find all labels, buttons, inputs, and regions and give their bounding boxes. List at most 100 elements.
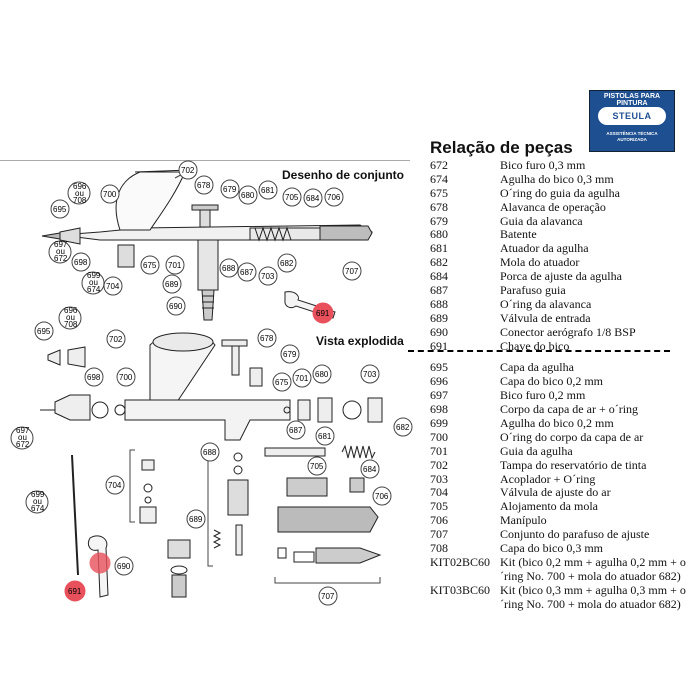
svg-text:698: 698	[87, 373, 101, 382]
callout-690-e: 690	[114, 556, 134, 576]
svg-text:698: 698	[74, 258, 88, 267]
svg-text:708: 708	[64, 320, 78, 329]
callout-705-e: 705	[307, 456, 327, 476]
part-code: 708	[430, 541, 448, 556]
svg-text:674: 674	[87, 285, 101, 294]
svg-text:ou: ou	[75, 189, 84, 198]
logo-sub-line2: AUTORIZADA	[617, 137, 647, 142]
callout-702-a: 702	[174, 160, 198, 180]
callout-675-e: 675	[272, 372, 292, 392]
logo-brand: STEULA	[612, 111, 652, 121]
svg-text:689: 689	[165, 280, 179, 289]
part-code: 691	[430, 338, 448, 353]
part-description: Kit (bico 0,3 mm + agulha 0,3 mm + o´rin…	[500, 582, 686, 611]
svg-text:690: 690	[117, 562, 131, 571]
svg-text:680: 680	[241, 191, 255, 200]
callout-706-a: 706	[324, 187, 344, 207]
section-divider	[408, 350, 670, 352]
svg-text:682: 682	[396, 423, 410, 432]
part-code: 680	[430, 227, 448, 242]
svg-text:679: 679	[223, 185, 237, 194]
svg-text:681: 681	[318, 432, 332, 441]
callout-695-a: 695	[50, 199, 70, 219]
callout-687-a: 687	[237, 262, 257, 282]
logo-sub-line1: ASSISTÊNCIA TÉCNICA	[606, 131, 658, 136]
callout-703-a: 703	[258, 266, 278, 286]
parts-row: 679 Guia da alavanca	[430, 213, 700, 229]
part-description: Porca de ajuste da agulha	[500, 269, 622, 284]
callout-678-e: 678	[257, 328, 277, 348]
part-code: KIT02BC60	[430, 554, 490, 569]
callout-687-e: 687	[286, 420, 306, 440]
svg-text:675: 675	[143, 261, 157, 270]
part-description: Capa do bico 0,2 mm	[500, 374, 603, 389]
part-code: 681	[430, 241, 448, 256]
svg-text:708: 708	[73, 196, 87, 205]
callout-682-e: 682	[393, 417, 413, 437]
callout-679-a: 679	[220, 179, 240, 199]
part-code: 684	[430, 269, 448, 284]
svg-text:687: 687	[289, 426, 303, 435]
svg-text:690: 690	[169, 302, 183, 311]
part-description: Manípulo	[500, 513, 547, 528]
part-description: Guia da alavanca	[500, 213, 583, 228]
svg-text:707: 707	[345, 267, 359, 276]
part-description: Corpo da capa de ar + o´ring	[500, 402, 639, 417]
part-description: Atuador da agulha	[500, 241, 589, 256]
part-description: Acoplador + O´ring	[500, 471, 596, 486]
svg-text:ou: ou	[56, 247, 65, 256]
svg-text:701: 701	[168, 261, 182, 270]
svg-text:679: 679	[283, 350, 297, 359]
part-description: Válvula de ajuste do ar	[500, 485, 611, 500]
svg-text:ou: ou	[89, 278, 98, 287]
part-code: 705	[430, 499, 448, 514]
part-description: O´ring da alavanca	[500, 296, 592, 311]
callout-695-e: 695	[34, 321, 54, 341]
part-description: Agulha do bico 0,2 mm	[500, 416, 614, 431]
svg-text:699: 699	[31, 490, 45, 499]
svg-text:678: 678	[197, 181, 211, 190]
svg-text:684: 684	[363, 465, 377, 474]
part-code: 679	[430, 213, 448, 228]
part-code: 678	[430, 199, 448, 214]
part-code: 704	[430, 485, 448, 500]
part-code: 690	[430, 324, 448, 339]
svg-text:696: 696	[73, 182, 87, 191]
svg-text:684: 684	[306, 194, 320, 203]
callout-704-e: 704	[105, 475, 125, 495]
parts-row: 684 Porca de ajuste da agulha	[430, 269, 700, 284]
part-code: 698	[430, 402, 448, 417]
part-description: O´ring do guia da agulha	[500, 185, 620, 200]
svg-text:680: 680	[315, 370, 329, 379]
svg-text:705: 705	[285, 193, 299, 202]
callout-698-e: 698	[84, 367, 104, 387]
svg-text:699: 699	[87, 271, 101, 280]
svg-text:700: 700	[119, 373, 133, 382]
logo-subtitle: ASSISTÊNCIA TÉCNICA AUTORIZADA	[590, 131, 674, 143]
part-description: Alojamento da mola	[500, 499, 598, 514]
svg-text:706: 706	[327, 193, 341, 202]
parts-row: 704 Válvula de ajuste do ar	[430, 486, 700, 500]
callout-681-e: 681	[315, 426, 335, 446]
part-code: 702	[430, 457, 448, 472]
svg-text:691: 691	[68, 587, 82, 596]
callout-688-e: 688	[200, 442, 220, 462]
part-code: 701	[430, 443, 448, 458]
callout-700-e: 700	[116, 367, 136, 387]
part-code: 682	[430, 255, 448, 270]
callout-689-a: 689	[162, 274, 182, 294]
part-code: 699	[430, 416, 448, 431]
parts-title: Relação de peças	[430, 138, 573, 157]
part-description: Kit (bico 0,2 mm + agulha 0,2 mm + o´rin…	[500, 554, 686, 583]
